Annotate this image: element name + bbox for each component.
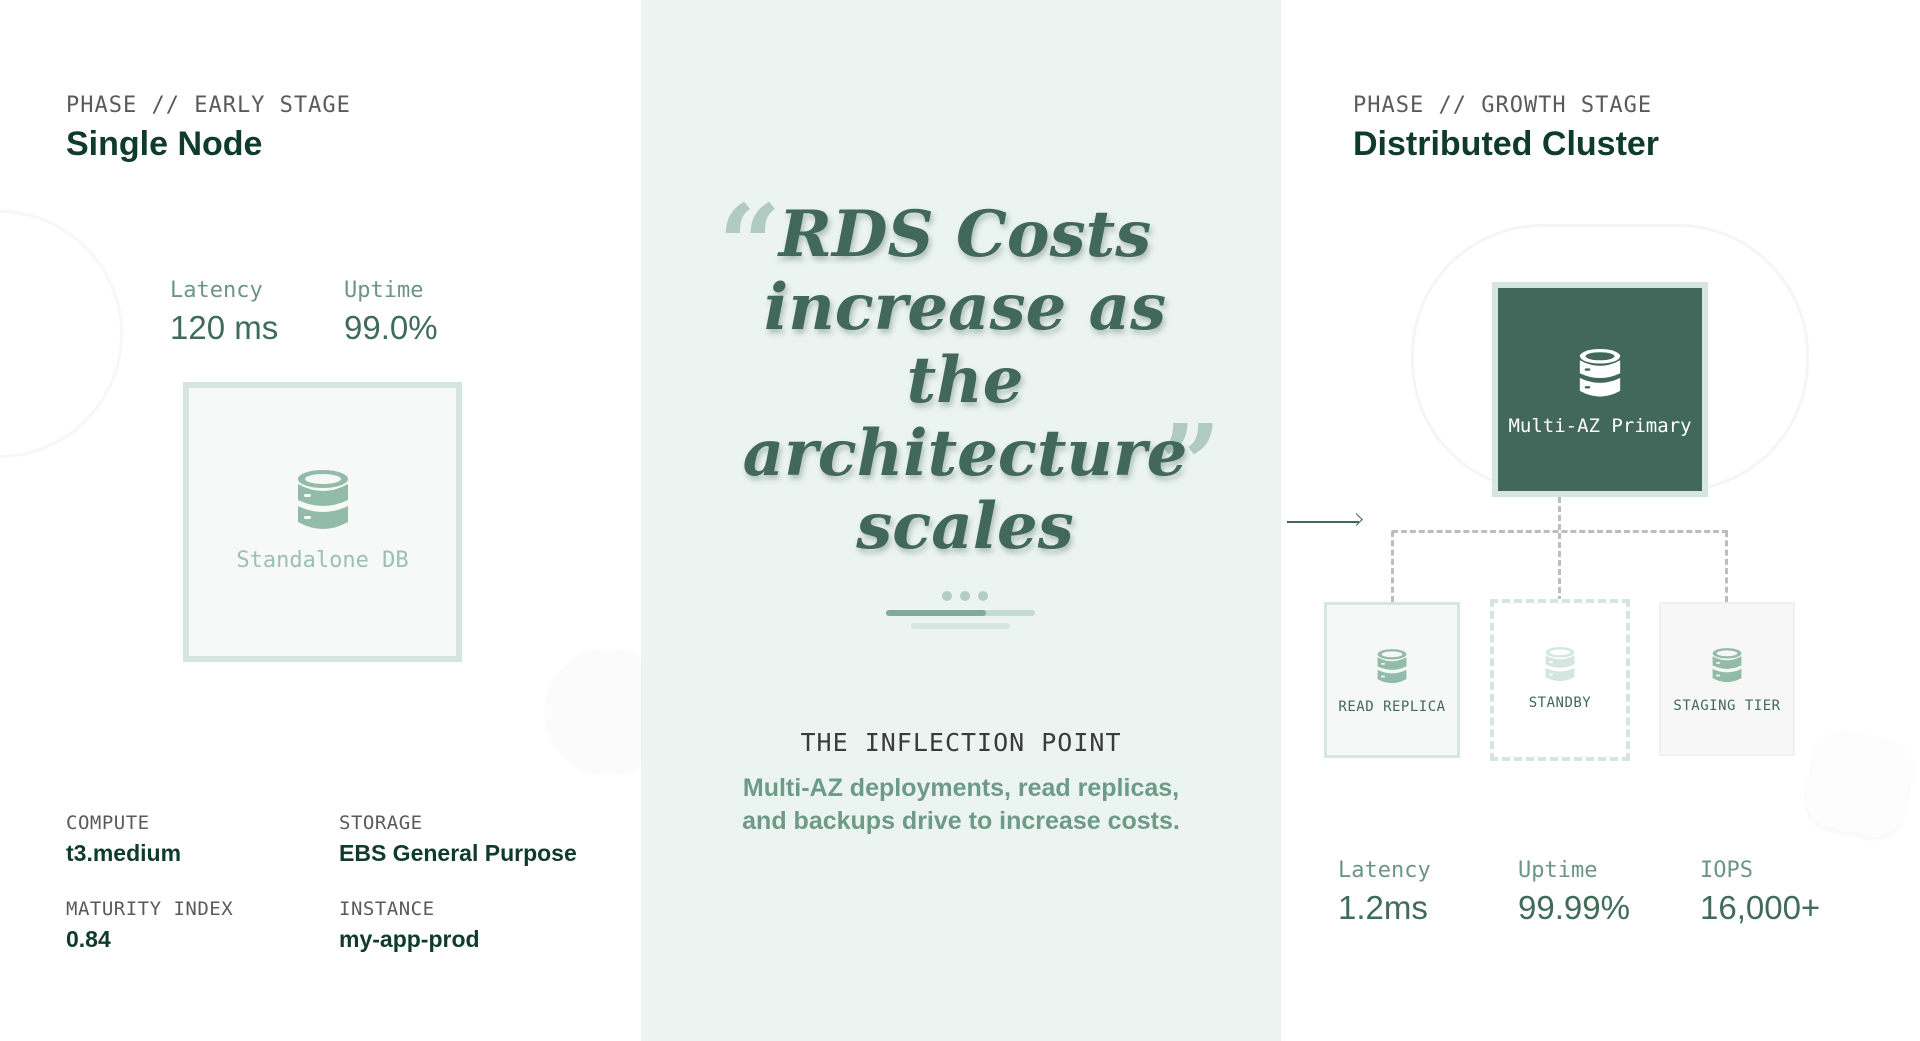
spec-storage: STORAGE EBS General Purpose (339, 812, 577, 867)
progress-fill (886, 610, 986, 616)
node-label: READ REPLICA (1338, 699, 1446, 715)
quote-line: architecture (742, 416, 1188, 491)
quote-line: increase as the (763, 270, 1167, 418)
spec-label: COMPUTE (66, 812, 150, 834)
connector-left (1391, 531, 1394, 602)
right-metric-iops: IOPS 16,000+ (1700, 858, 1820, 927)
right-title: Distributed Cluster (1353, 125, 1660, 163)
multi-az-primary-node[interactable]: Multi-AZ Primary (1492, 282, 1708, 497)
spec-instance: INSTANCE my-app-prod (339, 898, 480, 953)
database-icon (298, 470, 348, 529)
database-icon (1579, 349, 1621, 397)
metric-label: Latency (1338, 858, 1431, 883)
decorative-ring (0, 210, 123, 458)
spec-label: STORAGE (339, 812, 423, 834)
metric-value: 1.2ms (1338, 889, 1428, 926)
spec-maturity-index: MATURITY INDEX 0.84 (66, 898, 233, 953)
standby-node[interactable]: STANDBY (1490, 599, 1630, 761)
inflection-body: Multi-AZ deployments, read replicas, and… (641, 772, 1281, 838)
quote-line: RDS Costs (778, 197, 1152, 272)
open-quote-icon: “ (718, 180, 782, 309)
node-label: Standalone DB (236, 548, 409, 573)
dot-indicator (960, 591, 970, 601)
quote-headline: RDS Costs increase as the architecture s… (700, 198, 1230, 563)
spec-label: INSTANCE (339, 898, 435, 920)
body-line: and backups drive to increase costs. (742, 807, 1180, 835)
left-phase-label: PHASE // EARLY STAGE (66, 93, 351, 118)
metric-label: Uptime (344, 278, 424, 303)
right-metric-latency: Latency 1.2ms (1338, 858, 1431, 927)
metric-label: Uptime (1518, 858, 1598, 883)
metric-value: 99.0% (344, 309, 438, 346)
progress-bar (886, 610, 1035, 616)
database-icon (1712, 648, 1742, 683)
dot-indicator (942, 591, 952, 601)
spec-value: my-app-prod (339, 926, 480, 952)
staging-tier-node[interactable]: STAGING TIER (1659, 602, 1795, 756)
decorative-blob (1800, 725, 1918, 843)
metric-label: IOPS (1700, 858, 1753, 883)
body-line: Multi-AZ deployments, read replicas, (742, 774, 1180, 802)
close-quote-icon: ” (1158, 400, 1222, 529)
spec-compute: COMPUTE t3.medium (66, 812, 181, 867)
arrow-line (1287, 521, 1359, 523)
spec-value: EBS General Purpose (339, 840, 577, 866)
node-label: STAGING TIER (1673, 698, 1781, 714)
progress-underline (911, 623, 1010, 629)
standalone-db-node[interactable]: Standalone DB (183, 382, 462, 662)
left-metric-uptime: Uptime 99.0% (344, 278, 438, 347)
arrow-right-icon (1350, 513, 1363, 526)
spec-value: 0.84 (66, 926, 111, 952)
right-phase-label: PHASE // GROWTH STAGE (1353, 93, 1653, 118)
database-icon (1377, 649, 1407, 684)
metric-label: Latency (170, 278, 263, 303)
spec-label: MATURITY INDEX (66, 898, 234, 920)
left-metric-latency: Latency 120 ms (170, 278, 278, 347)
spec-value: t3.medium (66, 840, 182, 866)
metric-value: 16,000+ (1700, 889, 1821, 926)
dot-indicator (978, 591, 988, 601)
database-icon (1545, 647, 1575, 682)
connector-right (1725, 531, 1728, 602)
quote-line: scales (856, 489, 1074, 564)
node-label: Multi-AZ Primary (1508, 415, 1692, 437)
node-label: STANDBY (1528, 695, 1592, 711)
read-replica-node[interactable]: READ REPLICA (1324, 602, 1460, 758)
metric-value: 99.99% (1518, 889, 1630, 926)
metric-value: 120 ms (170, 309, 279, 346)
connector-center (1558, 497, 1561, 602)
inflection-title: THE INFLECTION POINT (800, 728, 1122, 757)
right-metric-uptime: Uptime 99.99% (1518, 858, 1630, 927)
left-title: Single Node (66, 125, 263, 163)
center-panel (641, 0, 1281, 1041)
connector-horizontal (1392, 530, 1728, 533)
